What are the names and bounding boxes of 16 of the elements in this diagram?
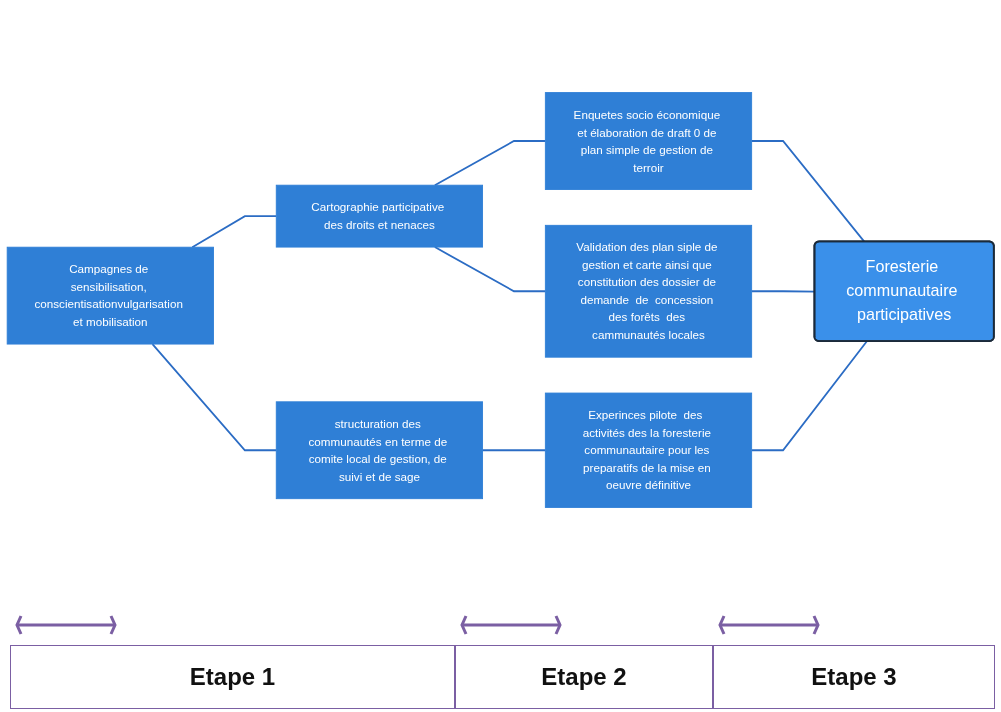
connector bbox=[151, 343, 278, 452]
node-box: Enquetes socio économique et élaboration de draft 0 de plan simple de gestion de terroir bbox=[544, 92, 753, 190]
connector bbox=[191, 215, 278, 249]
connector bbox=[433, 246, 547, 293]
connector bbox=[481, 449, 547, 452]
node-box: Campagnes de sensibilisation, conscientisationvulgarisation et mobilisation bbox=[6, 246, 214, 345]
connector bbox=[433, 140, 547, 187]
node-box: Experinces pilote des activités des la foresterie communautaire pour les preparatifs de la mise en oeuvre définitive bbox=[544, 392, 753, 508]
stage-label: Etape 3 bbox=[811, 663, 897, 691]
node-box: structuration des communautés en terme de comite local de gestion, de suivi et de sage bbox=[275, 401, 483, 500]
node-box: Cartographie participative des droits et nenaces bbox=[275, 184, 483, 248]
connector bbox=[750, 140, 866, 243]
stage-label: Etape 1 bbox=[189, 663, 276, 691]
node-box: Validation des plan siple de gestion et carte ainsi que constitution des dossier de demande de concession des forêts des cammunautés locales bbox=[544, 224, 753, 358]
connector bbox=[750, 340, 868, 452]
stage-label: Etape 2 bbox=[541, 663, 627, 691]
